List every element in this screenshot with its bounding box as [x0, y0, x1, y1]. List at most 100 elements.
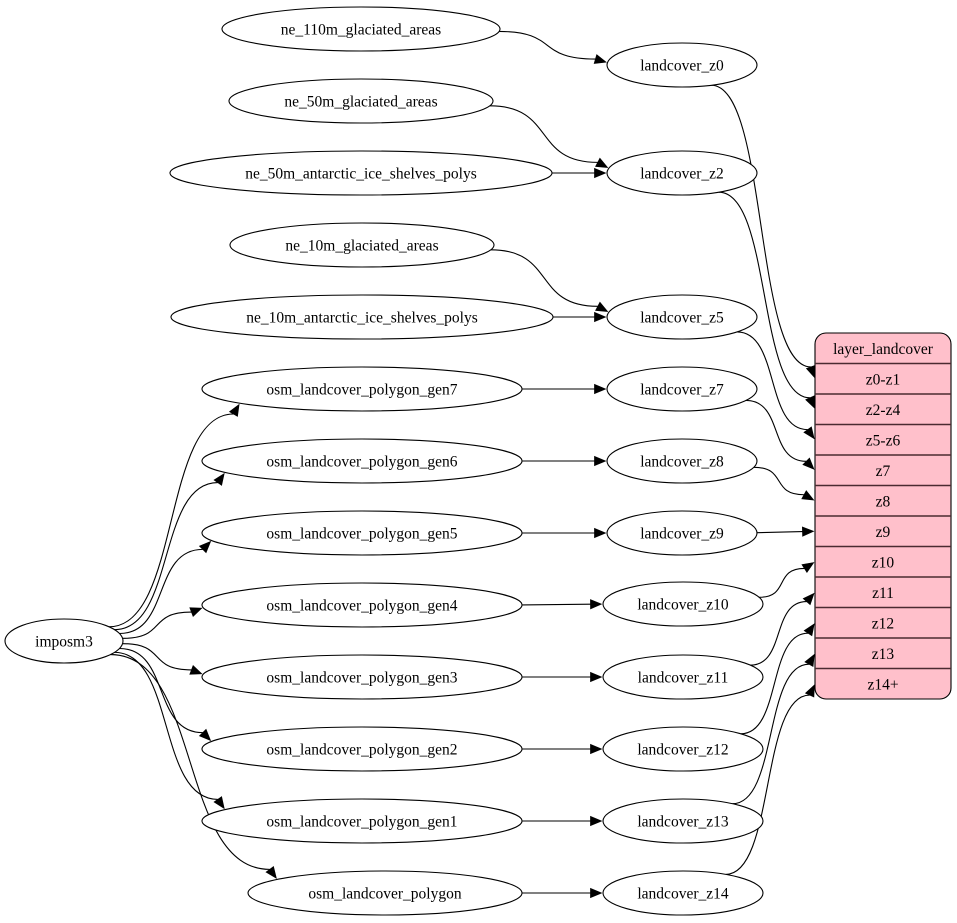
node-osm_landcover_polygon_gen1[interactable]: osm_landcover_polygon_gen1 [201, 798, 523, 844]
node-ne_10m_antarctic_ice_shelves_polys[interactable]: ne_10m_antarctic_ice_shelves_polys [170, 294, 554, 340]
edge-arrowhead [590, 887, 603, 899]
node-landcover_z0-label: landcover_z0 [640, 58, 724, 75]
table-row-label: z9 [876, 524, 891, 541]
edge-arrowhead [594, 383, 607, 395]
node-imposm3[interactable]: imposm3 [4, 618, 124, 664]
node-landcover_z5-label: landcover_z5 [640, 310, 724, 327]
node-ne_50m_glaciated_areas-shape [228, 78, 494, 124]
node-ne_50m_antarctic_ice_shelves_polys-label: ne_50m_antarctic_ice_shelves_polys [245, 166, 477, 183]
node-landcover_z2-label: landcover_z2 [640, 166, 724, 183]
edge-landcover_z14-to-row-z14 [725, 694, 810, 875]
node-osm_landcover_polygon_gen3[interactable]: osm_landcover_polygon_gen3 [201, 654, 523, 700]
node-ne_10m_antarctic_ice_shelves_polys-label: ne_10m_antarctic_ice_shelves_polys [246, 310, 478, 327]
node-landcover_z13-shape [602, 798, 764, 844]
node-landcover_z10-label: landcover_z10 [637, 597, 728, 614]
table-row-label: z5-z6 [866, 432, 901, 449]
node-landcover_z14[interactable]: landcover_z14 [602, 870, 764, 916]
node-landcover_z9-shape [606, 510, 758, 556]
node-landcover_z11[interactable]: landcover_z11 [602, 654, 764, 700]
node-landcover_z2[interactable]: landcover_z2 [606, 150, 758, 196]
edge-arrowhead [595, 301, 609, 312]
table-row-label: z2-z4 [866, 402, 901, 419]
edge-arrowhead [594, 527, 607, 539]
node-osm_landcover_polygon_gen3-shape [201, 654, 523, 700]
edge-arrowhead [590, 815, 603, 827]
edge-landcover_z0-to-row-z0-z1 [711, 84, 811, 368]
table-row-label: z8 [876, 493, 891, 510]
table-row-label: z7 [876, 463, 891, 480]
table-layer_landcover[interactable]: layer_landcoverz0-z1z2-z4z5-z6z7z8z9z10z… [814, 332, 952, 700]
node-ne_110m_glaciated_areas[interactable]: ne_110m_glaciated_areas [221, 6, 501, 52]
node-osm_landcover_polygon_gen2-shape [201, 726, 523, 772]
node-landcover_z8-shape [606, 438, 758, 484]
node-osm_landcover_polygon_gen7[interactable]: osm_landcover_polygon_gen7 [201, 366, 523, 412]
node-osm_landcover_polygon[interactable]: osm_landcover_polygon [247, 870, 523, 916]
node-landcover_z10-shape [602, 581, 764, 627]
node-ne_10m_glaciated_areas-label: ne_10m_glaciated_areas [285, 238, 438, 255]
node-ne_50m_glaciated_areas[interactable]: ne_50m_glaciated_areas [228, 78, 494, 124]
node-landcover_z8-label: landcover_z8 [640, 454, 724, 471]
node-osm_landcover_polygon_gen3-label: osm_landcover_polygon_gen3 [266, 670, 457, 687]
edge-landcover_z2-to-row-z2-z4 [718, 191, 810, 399]
node-osm_landcover_polygon_gen5-shape [201, 510, 523, 556]
node-landcover_z7-shape [606, 366, 758, 412]
table-row-label: z10 [872, 554, 895, 571]
edge-arrowhead [803, 623, 815, 637]
node-landcover_z0[interactable]: landcover_z0 [606, 42, 758, 88]
node-osm_landcover_polygon_gen6[interactable]: osm_landcover_polygon_gen6 [201, 438, 523, 484]
table-row-label: z0-z1 [866, 371, 900, 388]
node-landcover_z10[interactable]: landcover_z10 [602, 581, 764, 627]
node-ne_50m_antarctic_ice_shelves_polys[interactable]: ne_50m_antarctic_ice_shelves_polys [169, 150, 553, 196]
table-row-label: z12 [872, 615, 894, 632]
edge-arrowhead [590, 671, 603, 683]
node-landcover_z13[interactable]: landcover_z13 [602, 798, 764, 844]
layer-landcover-table: layer_landcoverz0-z1z2-z4z5-z6z7z8z9z10z… [814, 332, 952, 700]
node-osm_landcover_polygon_gen4-shape [201, 582, 523, 628]
edge-arrowhead [590, 599, 603, 610]
node-osm_landcover_polygon_gen2-label: osm_landcover_polygon_gen2 [266, 742, 457, 759]
node-osm_landcover_polygon-shape [247, 870, 523, 916]
edge-arrowhead [189, 664, 203, 675]
edge-landcover_z11-to-row-z11 [750, 601, 807, 666]
edge-arrowhead [265, 866, 277, 879]
node-landcover_z12[interactable]: landcover_z12 [602, 726, 764, 772]
edge-arrowhead [803, 426, 815, 440]
edge-imposm3-to-osm_landcover_polygon [110, 654, 270, 870]
edge-landcover_z9-to-row-z9 [756, 531, 803, 534]
edge-arrowhead [594, 167, 607, 179]
node-ne_10m_glaciated_areas[interactable]: ne_10m_glaciated_areas [229, 222, 495, 268]
edge-arrowhead [198, 540, 212, 554]
node-landcover_z7[interactable]: landcover_z7 [606, 366, 758, 412]
node-osm_landcover_polygon-label: osm_landcover_polygon [308, 886, 462, 903]
node-landcover_z8[interactable]: landcover_z8 [606, 438, 758, 484]
node-landcover_z12-label: landcover_z12 [637, 742, 728, 759]
node-ne_50m_glaciated_areas-label: ne_50m_glaciated_areas [284, 94, 437, 111]
node-osm_landcover_polygon_gen5[interactable]: osm_landcover_polygon_gen5 [201, 510, 523, 556]
node-landcover_z5[interactable]: landcover_z5 [606, 294, 758, 340]
edge-arrowhead [590, 743, 603, 755]
node-ne_50m_antarctic_ice_shelves_polys-shape [169, 150, 553, 196]
edge-ne_110m_glaciated_areas-to-landcover_z0 [499, 30, 596, 60]
edge-imposm3-to-osm_landcover_polygon_gen1 [114, 651, 218, 800]
edge-arrowhead [804, 653, 815, 667]
edge-osm_landcover_polygon_gen4-to-landcover_z10 [521, 603, 591, 606]
edge-arrowhead [802, 592, 815, 606]
node-landcover_z13-label: landcover_z13 [637, 814, 728, 831]
edge-arrowhead [802, 457, 815, 470]
node-landcover_z0-shape [606, 42, 758, 88]
node-ne_110m_glaciated_areas-label: ne_110m_glaciated_areas [281, 22, 441, 39]
node-imposm3-shape [4, 618, 124, 664]
node-landcover_z9[interactable]: landcover_z9 [606, 510, 758, 556]
node-osm_landcover_polygon_gen4[interactable]: osm_landcover_polygon_gen4 [201, 582, 523, 628]
node-osm_landcover_polygon_gen2[interactable]: osm_landcover_polygon_gen2 [201, 726, 523, 772]
node-landcover_z2-shape [606, 150, 758, 196]
node-landcover_z7-label: landcover_z7 [640, 382, 724, 399]
edge-arrowhead [213, 472, 225, 486]
node-ne_10m_glaciated_areas-shape [229, 222, 495, 268]
node-osm_landcover_polygon_gen7-shape [201, 366, 523, 412]
node-landcover_z12-shape [602, 726, 764, 772]
node-osm_landcover_polygon_gen1-shape [201, 798, 523, 844]
node-imposm3-label: imposm3 [35, 634, 93, 651]
node-landcover_z9-label: landcover_z9 [640, 526, 724, 543]
